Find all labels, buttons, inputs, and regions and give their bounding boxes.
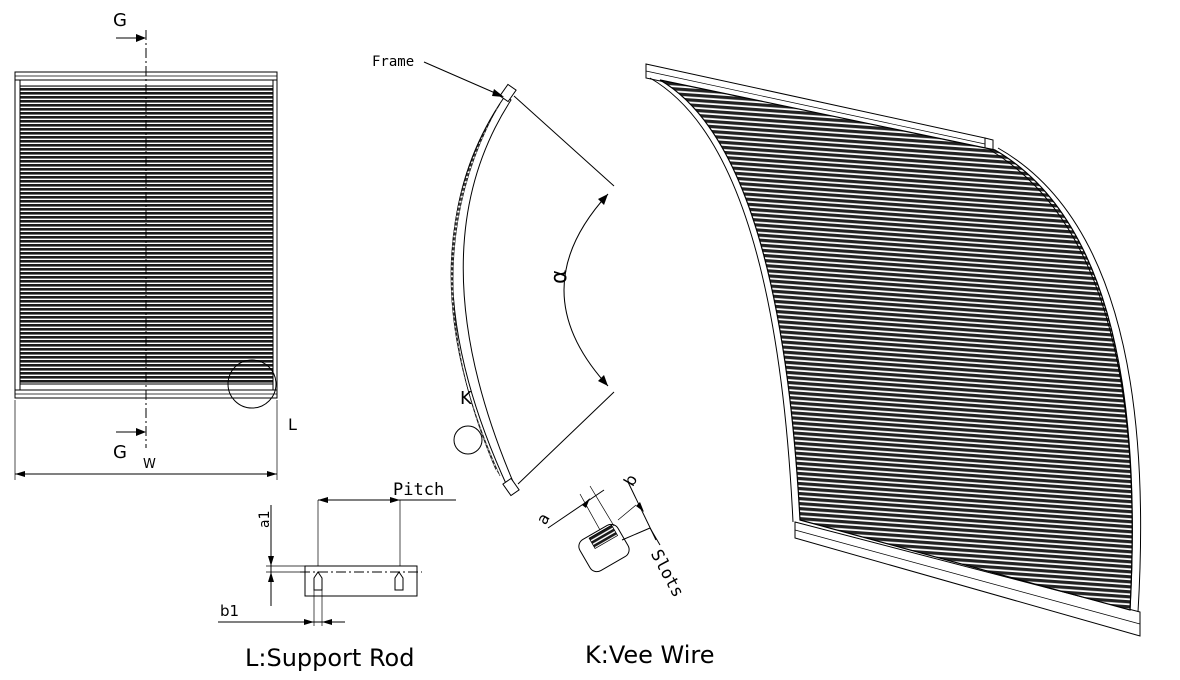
a-dimension-label: a (532, 510, 553, 528)
section-label-bottom: G (113, 442, 127, 463)
frame-label: Frame (372, 54, 414, 70)
b-dimension-label: b (620, 471, 642, 489)
section-arrow-bottom (136, 428, 146, 436)
b1-label: b1 (220, 602, 239, 620)
front-bottom-frame-inner (19, 383, 274, 391)
detail-circle-l (227, 359, 277, 409)
front-view: G G L W (14, 10, 297, 480)
width-label: W (143, 457, 156, 472)
detail-label-k: K (460, 388, 473, 409)
isometric-view (645, 63, 1142, 637)
wire-profile-1 (313, 571, 323, 591)
angle-extension-top (513, 95, 615, 187)
slots-label: Slots (646, 546, 688, 601)
iso-screen-surface (659, 79, 1133, 611)
angle-arc (563, 193, 609, 387)
iso-bottom-frame (794, 521, 1141, 637)
side-frame-top (499, 83, 517, 103)
side-screen-curve (451, 95, 515, 489)
wire-profile-2 (394, 571, 404, 591)
support-rod-caption: L:Support Rod (245, 644, 414, 672)
side-frame-bottom (502, 477, 520, 497)
detail-circle-k (453, 425, 483, 455)
angle-label: α (547, 269, 572, 284)
side-view: Frame α K (372, 54, 615, 497)
section-label-top: G (113, 10, 127, 31)
vee-wire-caption: K:Vee Wire (585, 641, 715, 669)
support-rod-detail: Pitch a1 b1 L:Support Rod (218, 480, 456, 672)
a1-label: a1 (257, 511, 273, 529)
section-arrow-top (136, 34, 146, 42)
vee-wire-detail: a b Slots K:Vee Wire (532, 471, 714, 669)
detail-label-l: L (288, 415, 297, 434)
angle-extension-bottom (517, 391, 615, 485)
pitch-label: Pitch (393, 480, 444, 500)
support-rod-body (304, 565, 418, 597)
